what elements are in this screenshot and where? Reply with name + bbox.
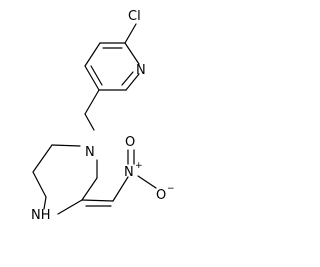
atom-label-n-ring: N	[85, 145, 95, 160]
bond-c5r-c4r	[32, 171, 47, 198]
bond-c4-c5	[84, 65, 100, 91]
bond-ch2-n	[84, 113, 95, 131]
tetrahydropyrimidine-ring	[32, 144, 98, 215]
bond-c6-n1	[125, 73, 140, 91]
atom-label-o-right: O	[156, 188, 166, 203]
bond-c6-n1-double	[121, 71, 134, 86]
charge-o-minus: −	[167, 184, 175, 194]
bond-nh-c2r	[57, 199, 83, 215]
bond-c3-c4	[84, 42, 101, 67]
bond-c2r-n	[81, 177, 98, 201]
bond-c5-ch2	[84, 89, 100, 115]
atom-label-o-top: O	[125, 135, 135, 150]
bond-c6r-c5r	[32, 144, 53, 173]
molecule-structure: Cl N N NH N + O O −	[31, 9, 175, 223]
bond-ch-nnitro	[112, 176, 129, 202]
pyridine-ring	[84, 23, 140, 115]
bond-c4-c5-double	[90, 65, 103, 86]
atom-label-n-nitro: N	[124, 165, 134, 180]
bond-c4r-nh	[43, 196, 47, 210]
bond-nnitro-oright	[137, 175, 157, 189]
bond-c2-n1	[124, 42, 140, 65]
charge-n-plus: +	[135, 161, 143, 171]
bond-c2-cl	[124, 23, 137, 44]
bond-n-c6r	[51, 144, 81, 147]
bond-c2-exo	[81, 199, 114, 202]
atom-label-cl: Cl	[128, 9, 141, 24]
nitromethylene-group	[81, 149, 157, 207]
atom-label-nh: NH	[31, 208, 51, 223]
atom-label-n-pyridine: N	[136, 63, 146, 78]
